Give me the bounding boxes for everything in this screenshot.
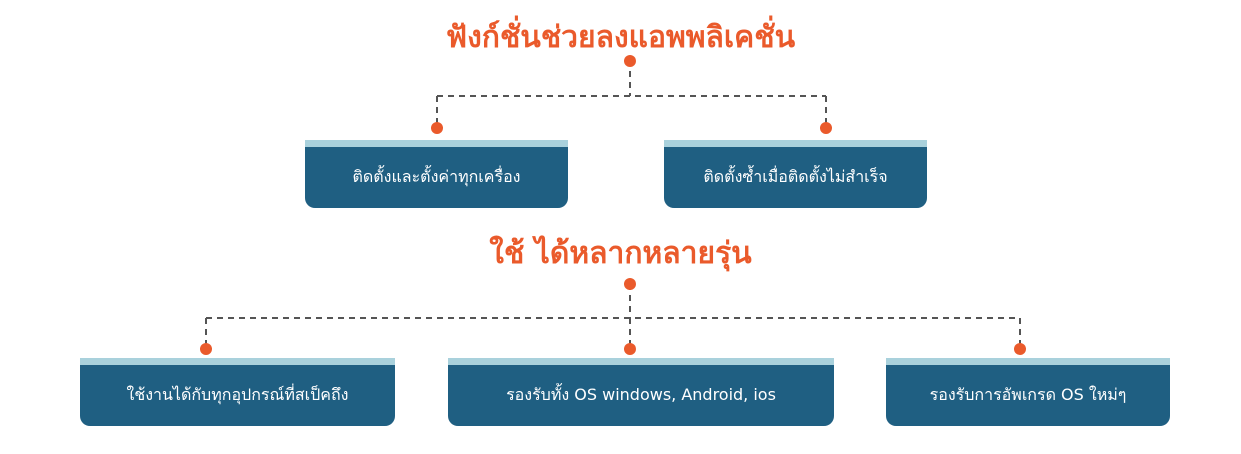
connector-dot	[1014, 343, 1026, 355]
connector-dot	[200, 343, 212, 355]
feature-box-install-setup-all-devices: ติดตั้งและตั้งค่าทุกเครื่อง	[305, 140, 568, 208]
connector-dot	[820, 122, 832, 134]
connector-dot	[431, 122, 443, 134]
connector-dot	[624, 55, 636, 67]
connector-dot	[624, 343, 636, 355]
section-heading-app-install: ฟังก์ชั่นช่วยลงแอพพลิเคชั่น	[445, 20, 796, 55]
feature-box-reinstall-on-failure: ติดตั้งซ้ำเมื่อติดตั้งไม่สำเร็จ	[664, 140, 927, 208]
feature-box-os-upgrade-support: รองรับการอัพเกรด OS ใหม่ๆ	[886, 358, 1170, 426]
connector-dot	[624, 278, 636, 290]
section-heading-multi-model: ใช้ ได้หลากหลายรุ่น	[489, 236, 752, 271]
feature-box-supported-os: รองรับทั้ง OS windows, Android, ios	[448, 358, 834, 426]
feature-box-works-with-capable-devices: ใช้งานได้กับทุกอุปกรณ์ที่สเป็คถึง	[80, 358, 395, 426]
